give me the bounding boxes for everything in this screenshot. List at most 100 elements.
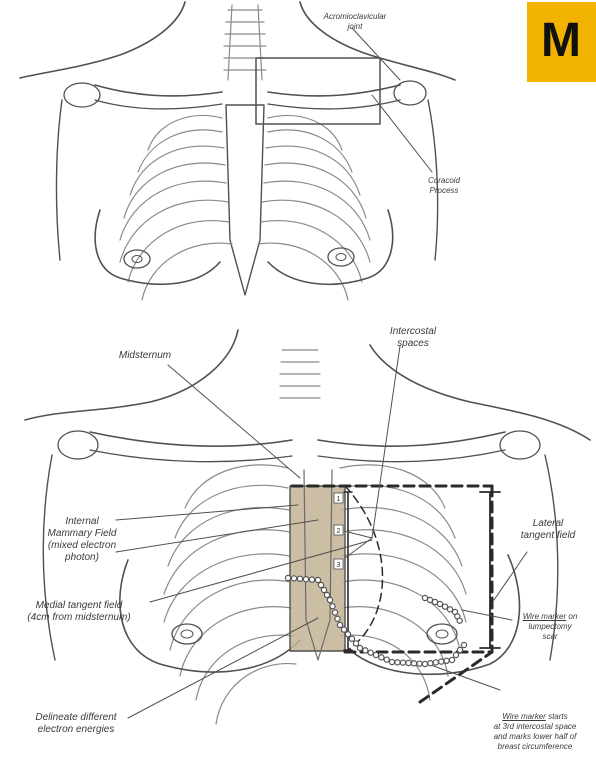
lower-breast-wire-bead-36 — [453, 652, 458, 657]
lower-breast-wire-bead-27 — [406, 660, 411, 665]
internal-mammary-line-1: Internal — [42, 516, 122, 528]
wire-marker-starts-line-1: Wire marker starts — [474, 712, 596, 722]
wire-marker-starts-rest: starts — [546, 712, 568, 721]
nipple-left-b-inner — [181, 630, 193, 638]
intercostal-number-2: 2 — [337, 528, 341, 535]
tangent-field-diagonal — [420, 652, 492, 702]
lower-breast-wire-bead-12 — [335, 616, 340, 621]
nipple-right-b-inner — [436, 630, 448, 638]
lateral-tangent-bracket — [480, 492, 500, 648]
lower-breast-wire-bead-20 — [368, 650, 373, 655]
leader-acromioclavicular — [352, 28, 400, 80]
top-chest-diagram — [20, 2, 455, 300]
delineate-line-2: electron energies — [14, 724, 138, 736]
neck-shoulder-left-b — [25, 330, 238, 420]
lower-breast-wire-bead-29 — [417, 661, 422, 666]
lower-breast-wire-bead-19 — [363, 648, 368, 653]
intercostal-label: Intercostal spaces — [378, 326, 448, 350]
wire-marker-starts-line-2: at 3rd intercostal space — [474, 722, 596, 732]
cervical-spine-b — [280, 350, 320, 398]
sternum — [226, 105, 264, 295]
leader-internal-mammary-2 — [116, 520, 318, 552]
arm-left — [56, 100, 62, 260]
lateral-tangent-label: Lateral tangent field — [508, 518, 588, 542]
nipple-right-inner — [336, 254, 346, 261]
lower-breast-wire-bead-9 — [327, 597, 332, 602]
lower-breast-wire-bead-0 — [285, 575, 290, 580]
clavicle-left-lower — [95, 100, 222, 109]
shoulder-joint-right — [394, 81, 426, 105]
midsternum-text: Midsternum — [110, 350, 180, 362]
leader-coracoid — [372, 95, 432, 172]
wire-marker-scar-rest: on — [566, 612, 577, 621]
wire-marker-scar-underlined: Wire marker — [523, 612, 566, 621]
lower-breast-wire-bead-26 — [400, 660, 405, 665]
lower-breast-wire-bead-13 — [337, 622, 342, 627]
wire-marker-starts-line-4: breast circumference — [474, 742, 596, 752]
lower-breast-wire-bead-31 — [428, 661, 433, 666]
lower-breast-wire-bead-6 — [318, 582, 323, 587]
neck-shoulder-left — [20, 2, 185, 78]
delineate-line-1: Delineate different — [14, 712, 138, 724]
badge-letter: M — [541, 16, 581, 66]
wire-marker-starts-line-3: and marks lower half of — [474, 732, 596, 742]
tangent-field-arc — [345, 486, 383, 652]
lower-breast-wire-bead-28 — [411, 661, 416, 666]
shoulder-joint-left-b — [58, 431, 98, 459]
clavicle-left — [95, 85, 222, 96]
lower-breast-wire-bead-1 — [291, 576, 296, 581]
medial-tangent-label: Medial tangent field (4cm from midsternu… — [0, 600, 158, 624]
nipple-right-b — [427, 624, 457, 644]
wire-marker-scar-line-3: scar — [506, 632, 594, 642]
intercostal-number-3: 3 — [337, 562, 341, 569]
shoulder-joint-right-b — [500, 431, 540, 459]
acromioclavicular-line-1: Acromioclavicular — [300, 12, 410, 22]
intercostal-line-2: spaces — [378, 338, 448, 350]
lower-breast-wire-bead-10 — [330, 604, 335, 609]
lower-breast-wire-bead-23 — [384, 657, 389, 662]
wire-marker-scar-line-2: lumpectomy — [506, 622, 594, 632]
midsternum-label: Midsternum — [110, 350, 180, 362]
shoulder-joint-left — [64, 83, 100, 107]
nipple-right — [328, 248, 354, 266]
delineate-label: Delineate different electron energies — [14, 712, 138, 736]
nipple-left-b — [172, 624, 202, 644]
lower-breast-wire-bead-30 — [422, 661, 427, 666]
lower-breast-wire-bead-32 — [433, 660, 438, 665]
lower-breast-wire-bead-25 — [395, 660, 400, 665]
lower-breast-wire-bead-11 — [332, 610, 337, 615]
acromioclavicular-line-2: joint — [300, 22, 410, 32]
coracoid-label: Coracoid Process — [414, 176, 474, 196]
lower-breast-wire-bead-21 — [373, 652, 378, 657]
lower-breast-wire-bead-5 — [315, 577, 320, 582]
lower-breast-wire-bead-14 — [341, 627, 346, 632]
clavicle-left-b-lower — [90, 450, 292, 462]
neck-shoulder-right-b — [370, 345, 590, 440]
clavicle-right-b — [318, 432, 505, 446]
lower-breast-wire-bead-33 — [439, 659, 444, 664]
lower-breast-wire-bead-34 — [444, 658, 449, 663]
internal-mammary-label: Internal Mammary Field (mixed electron p… — [42, 516, 122, 564]
ac-joint-box — [256, 58, 380, 124]
lower-breast-wire-bead-4 — [309, 577, 314, 582]
ribs-left-b — [164, 465, 296, 724]
medial-tangent-line-2: (4cm from midsternum) — [0, 612, 158, 624]
leader-wire-scar — [462, 610, 512, 620]
internal-mammary-line-3: (mixed electron — [42, 540, 122, 552]
lower-breast-wire-bead-24 — [389, 659, 394, 664]
lateral-tangent-line-1: Lateral — [508, 518, 588, 530]
scar-wire-bead-3 — [437, 601, 442, 606]
lower-breast-wire-bead-17 — [353, 641, 358, 646]
ribs-right — [258, 116, 370, 300]
internal-mammary-line-2: Mammary Field — [42, 528, 122, 540]
scar-wire-bead-8 — [457, 618, 462, 623]
lower-breast-wire-bead-38 — [461, 642, 466, 647]
leader-internal-mammary-1 — [116, 505, 298, 520]
wire-marker-starts-label: Wire marker starts at 3rd intercostal sp… — [474, 712, 596, 752]
spine-outline — [228, 5, 262, 80]
lower-breast-wire-bead-3 — [303, 577, 308, 582]
lower-breast-wire-bead-7 — [321, 587, 326, 592]
lower-breast-wire-bead-2 — [297, 576, 302, 581]
